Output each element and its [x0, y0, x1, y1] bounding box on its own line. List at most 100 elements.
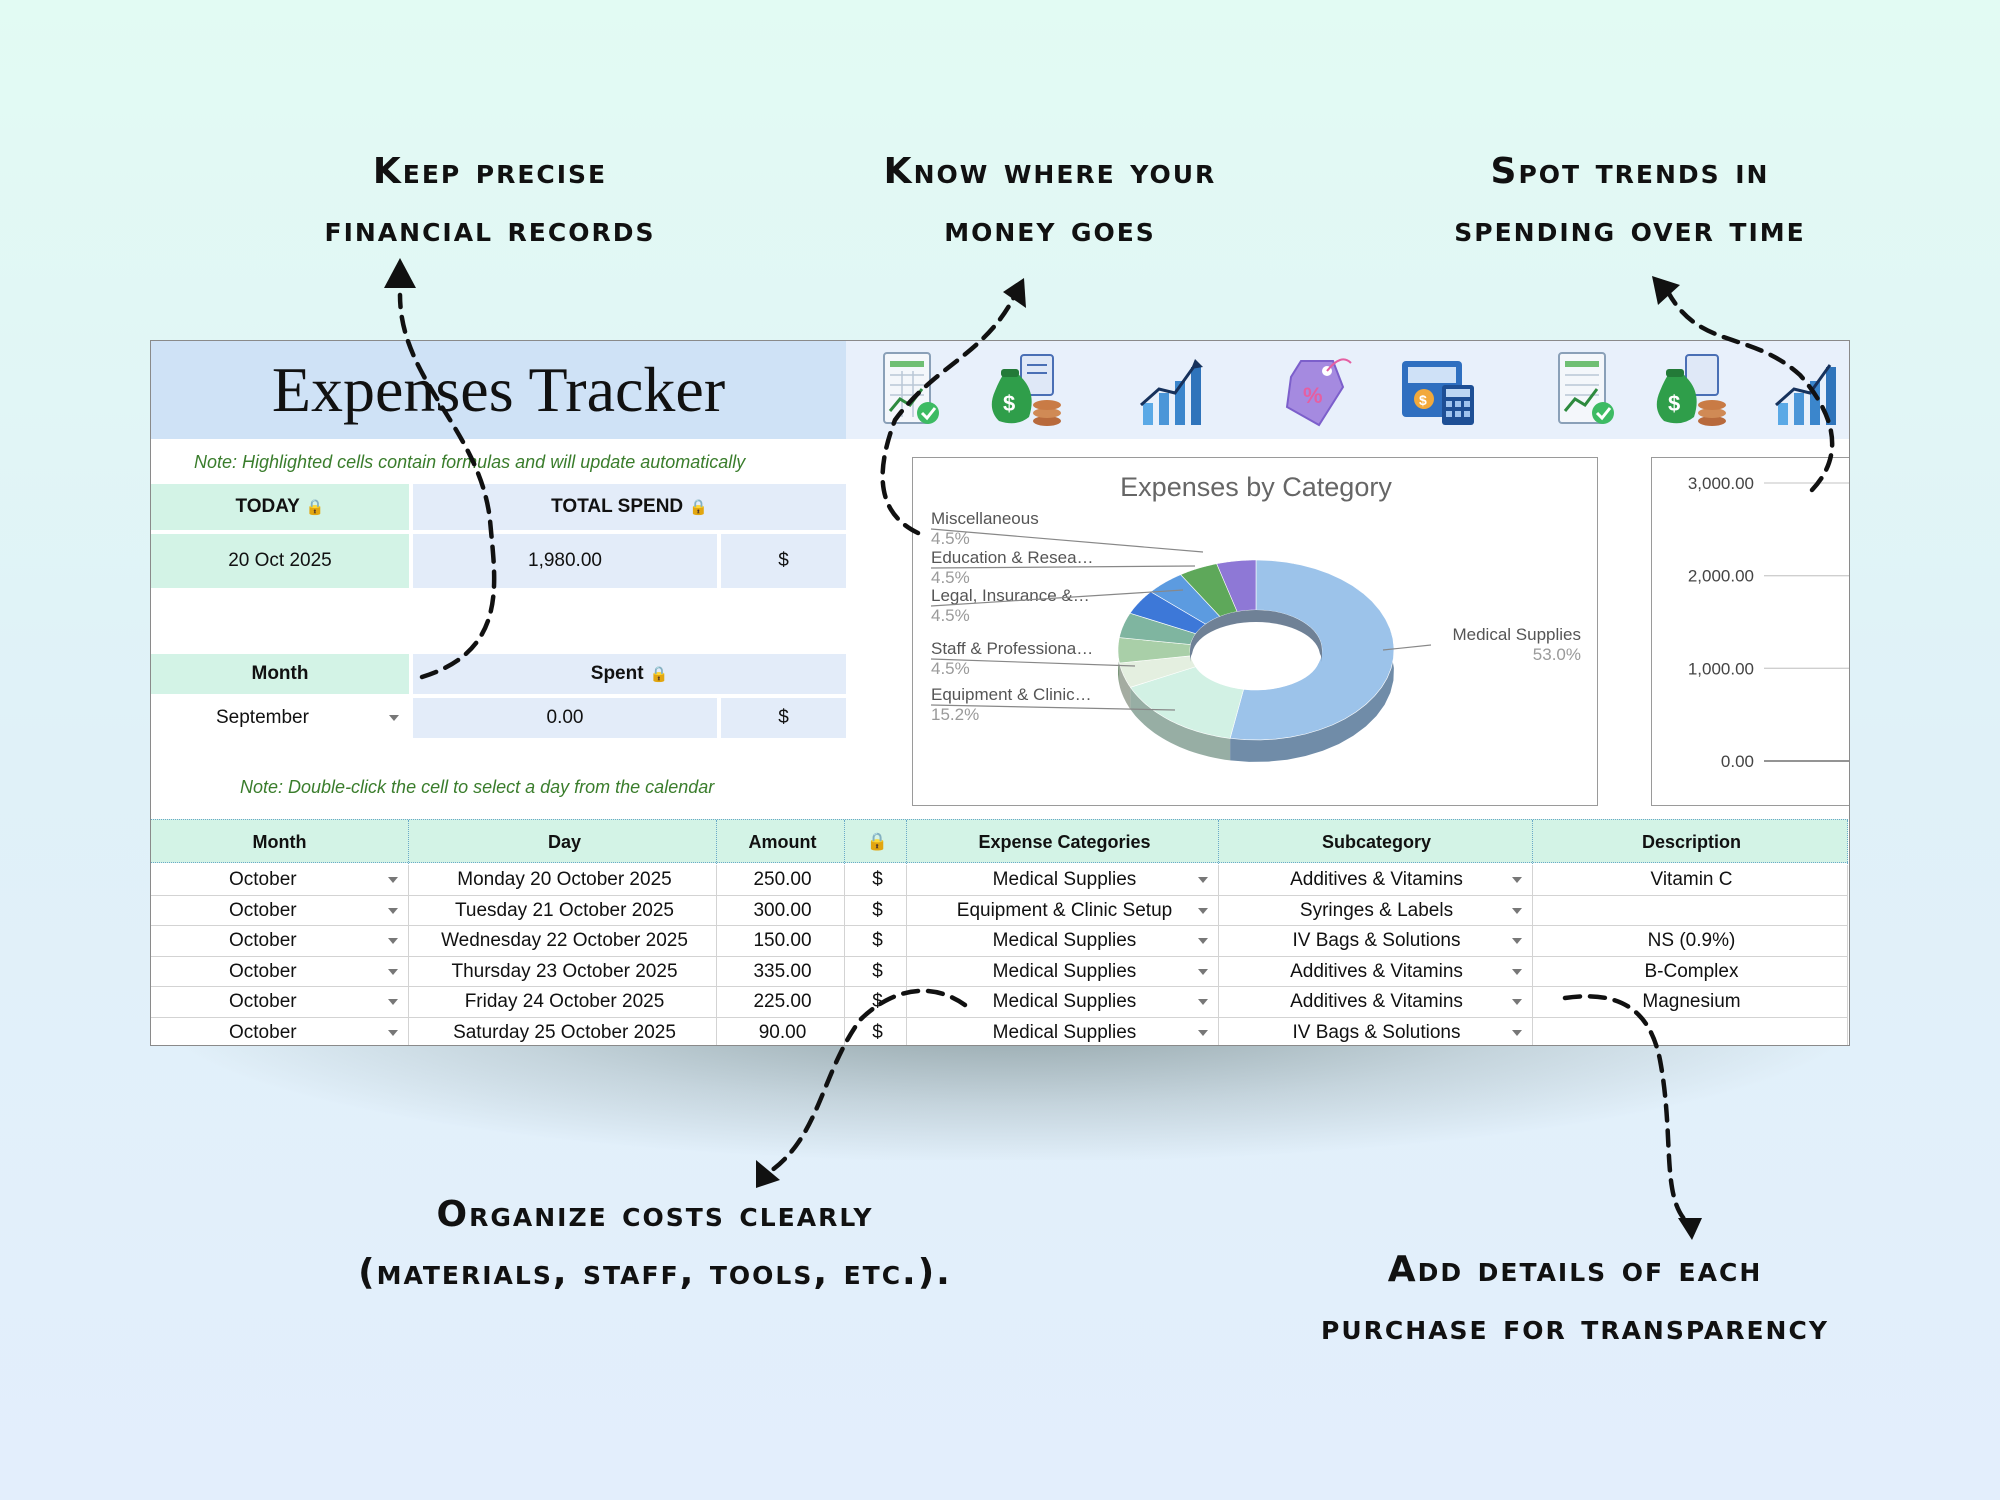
table-cell[interactable]: Equipment & Clinic Setup	[911, 895, 1219, 926]
spent-label-text: Spent	[590, 663, 644, 684]
table-cell[interactable]: Tuesday 21 October 2025	[413, 895, 717, 926]
chevron-down-icon[interactable]	[1512, 999, 1522, 1005]
table-cell[interactable]: October	[151, 895, 409, 926]
cell-text: Medical Supplies	[992, 869, 1137, 890]
table-cell[interactable]: Medical Supplies	[911, 987, 1219, 1017]
y-tick-label: 0.00	[1721, 752, 1754, 771]
chevron-down-icon[interactable]	[1198, 999, 1208, 1005]
note-formulas: Note: Highlighted cells contain formulas…	[194, 452, 746, 472]
slice-leader-line	[930, 704, 1176, 711]
table-cell[interactable]: October	[151, 987, 409, 1017]
table-cell[interactable]: Additives & Vitamins	[1221, 865, 1533, 895]
cell-text: Medical Supplies	[992, 1021, 1137, 1043]
table-cell[interactable]: $	[849, 987, 907, 1017]
table-cell[interactable]: October	[151, 926, 409, 956]
chevron-down-icon[interactable]	[1512, 907, 1522, 914]
slice-label: Miscellaneous	[931, 509, 1039, 528]
page-title: Expenses Tracker	[271, 354, 726, 425]
table-cell[interactable]: Wednesday 22 October 2025	[413, 926, 717, 956]
table-cell[interactable]: Medical Supplies	[911, 865, 1219, 895]
table-cell[interactable]: 250.00	[721, 865, 845, 895]
cell-text: Medical Supplies	[992, 991, 1137, 1012]
slice-label: Equipment & Clinic…	[931, 685, 1092, 704]
table-cell[interactable]: $	[849, 895, 907, 926]
table-cell[interactable]: $	[849, 1017, 907, 1045]
pie-slice-side	[1230, 560, 1394, 762]
today-label: TODAY 🔒	[151, 484, 409, 530]
cell-text: Equipment & Clinic Setup	[956, 899, 1173, 921]
callout-line: (materials, staff, tools, etc.).	[358, 1252, 952, 1293]
arrow-head	[1678, 1218, 1702, 1240]
chevron-down-icon[interactable]	[388, 968, 398, 975]
table-cell[interactable]: $	[849, 926, 907, 956]
cell-text: October	[229, 899, 297, 921]
table-cell[interactable]: Thursday 23 October 2025	[413, 956, 717, 987]
chevron-down-icon[interactable]	[388, 877, 398, 883]
chevron-down-icon[interactable]	[1198, 968, 1208, 975]
chevron-down-icon[interactable]	[388, 907, 398, 914]
table-cell[interactable]: Syringes & Labels	[1221, 895, 1533, 926]
growth-chart-icon	[1775, 364, 1836, 425]
table-cell[interactable]: Monday 20 October 2025	[413, 865, 717, 895]
cell-text: October	[229, 869, 297, 890]
table-cell[interactable]: 335.00	[721, 956, 845, 987]
table-cell[interactable]: IV Bags & Solutions	[1221, 1017, 1533, 1045]
chevron-down-icon[interactable]	[1198, 907, 1208, 914]
table-cell[interactable]: October	[151, 1017, 409, 1045]
table-cell[interactable]: 300.00	[721, 895, 845, 926]
chevron-down-icon[interactable]	[388, 1029, 398, 1036]
table-cell[interactable]: 150.00	[721, 926, 845, 956]
table-cell[interactable]: 90.00	[721, 1017, 845, 1045]
table-cell[interactable]: Medical Supplies	[911, 956, 1219, 987]
column-header: Expense Categories	[911, 820, 1219, 864]
spent-label: Spent 🔒	[413, 654, 846, 694]
chevron-down-icon[interactable]	[388, 999, 398, 1005]
table-cell[interactable]: October	[151, 865, 409, 895]
title-banner: Expenses Tracker	[151, 341, 846, 439]
chevron-down-icon[interactable]	[1198, 1029, 1208, 1036]
table-cell[interactable]	[1536, 1017, 1848, 1045]
table-cell[interactable]: NS (0.9%)	[1536, 926, 1848, 956]
cell-text: 90.00	[758, 1021, 807, 1043]
slice-percent: 4.5%	[931, 606, 970, 625]
arrow-organize	[762, 988, 968, 1178]
table-cell[interactable]: $	[849, 956, 907, 987]
table-cell[interactable]: IV Bags & Solutions	[1221, 926, 1533, 956]
table-cell[interactable]: Medical Supplies	[911, 926, 1219, 956]
table-cell[interactable]	[1536, 895, 1848, 926]
table-cell[interactable]: Friday 24 October 2025	[413, 987, 717, 1017]
table-cell[interactable]: Vitamin C	[1536, 865, 1848, 895]
lock-icon: 🔒	[305, 499, 325, 516]
month-select[interactable]: September	[151, 698, 409, 738]
chevron-down-icon[interactable]	[1198, 877, 1208, 883]
slice-percent: 53.0%	[1533, 645, 1581, 664]
chevron-down-icon[interactable]	[389, 715, 399, 721]
table-cell[interactable]: B-Complex	[1536, 956, 1848, 987]
table-cell[interactable]: Magnesium	[1536, 987, 1848, 1017]
table-cell[interactable]: Medical Supplies	[911, 1017, 1219, 1045]
chevron-down-icon[interactable]	[1198, 938, 1208, 944]
spent-value: 0.00	[413, 698, 717, 738]
table-cell[interactable]: Additives & Vitamins	[1221, 987, 1533, 1017]
chevron-down-icon[interactable]	[1512, 968, 1522, 975]
cell-text: Additives & Vitamins	[1290, 991, 1463, 1012]
spent-currency: $	[721, 698, 846, 738]
trend-line-chart: 3,000.002,000.001,000.000.00	[1688, 474, 1849, 771]
y-tick-label: 2,000.00	[1688, 567, 1754, 586]
chevron-down-icon[interactable]	[388, 938, 398, 944]
arrow-head	[1652, 276, 1680, 305]
table-cell[interactable]: October	[151, 956, 409, 987]
chevron-down-icon[interactable]	[1512, 877, 1522, 883]
chevron-down-icon[interactable]	[1512, 1029, 1522, 1036]
column-header: Description	[1536, 820, 1848, 864]
chevron-down-icon[interactable]	[1512, 938, 1522, 944]
spreadsheet-chart-icon	[883, 352, 939, 424]
cell-text: Additives & Vitamins	[1290, 869, 1463, 890]
table-cell[interactable]: $	[849, 865, 907, 895]
table-cell[interactable]: 225.00	[721, 987, 845, 1017]
table-cell[interactable]: Saturday 25 October 2025	[413, 1017, 717, 1045]
slice-leader-line	[930, 589, 1184, 607]
callout-line: money goes	[944, 209, 1156, 250]
table-cell[interactable]: Additives & Vitamins	[1221, 956, 1533, 987]
